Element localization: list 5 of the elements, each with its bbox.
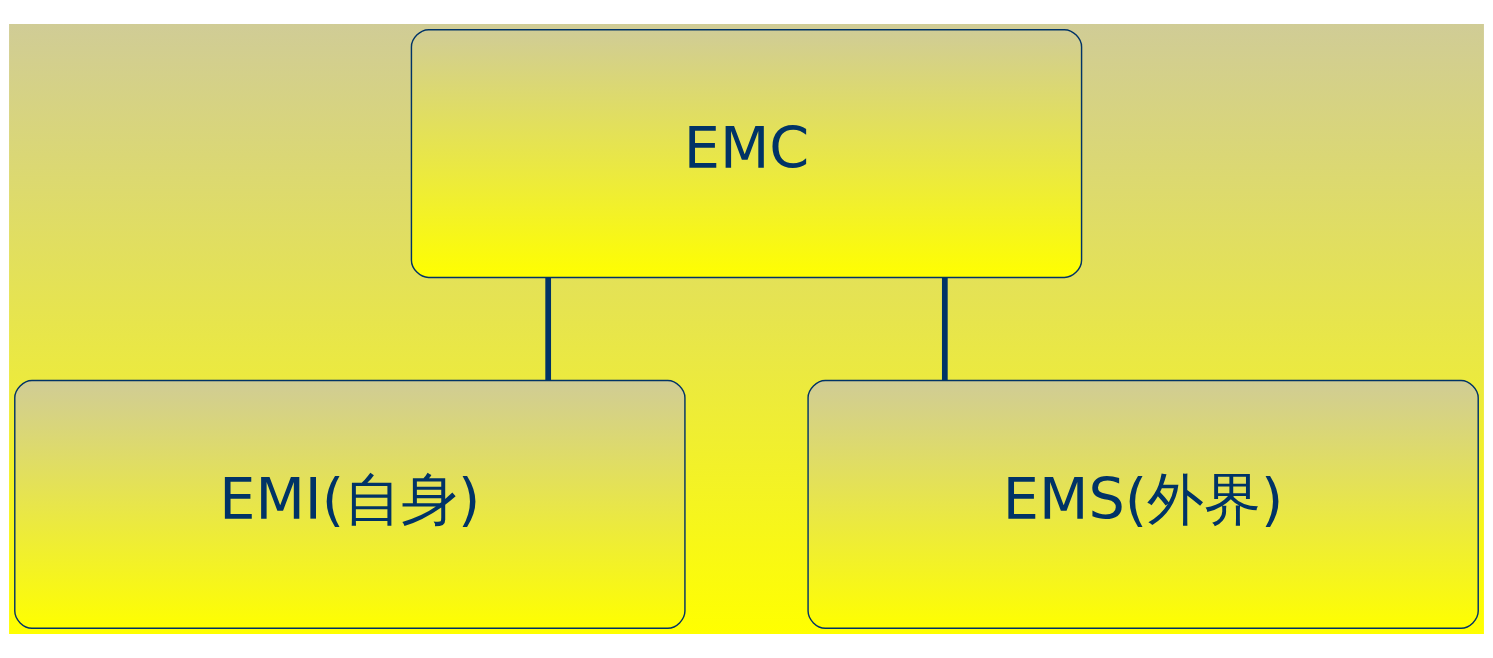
node-box: EMS(外界) — [807, 379, 1479, 629]
connector — [545, 277, 552, 381]
node-box: EMC — [410, 29, 1083, 279]
connector — [941, 277, 948, 381]
node-box: EMI(自身) — [14, 379, 686, 629]
